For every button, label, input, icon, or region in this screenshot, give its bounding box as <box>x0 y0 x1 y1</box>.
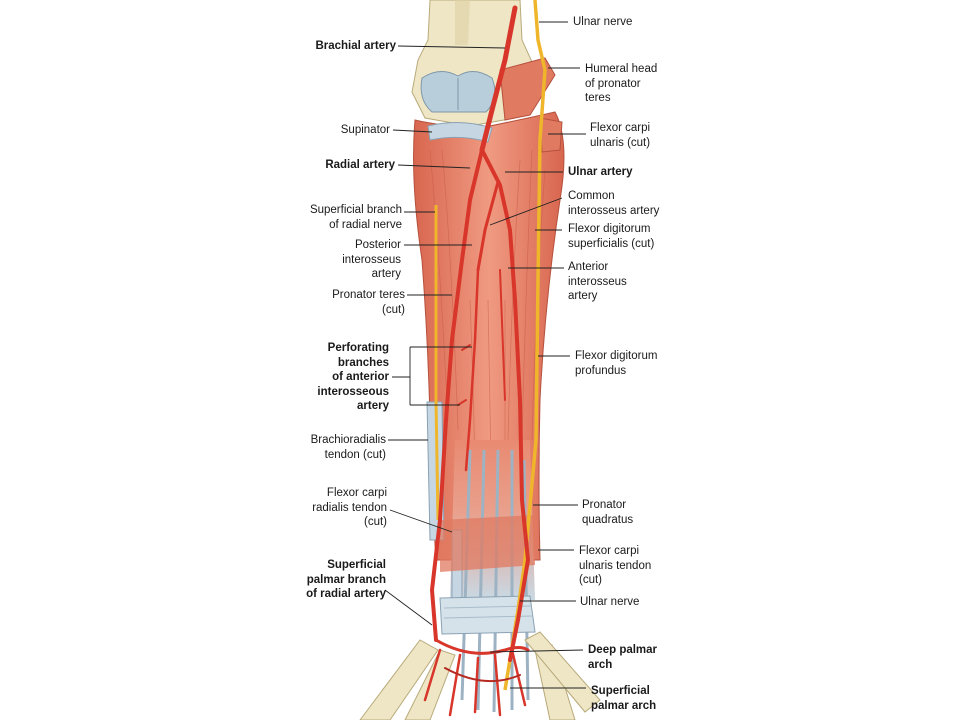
label-pronator-quadratus: Pronator quadratus <box>582 499 634 526</box>
label-superficial-palmar-arch: Superficial palmar arch <box>591 685 657 712</box>
superficial-palmar-arch <box>434 638 530 655</box>
label-ulnar-artery: Ulnar artery <box>568 166 633 178</box>
leader-lines <box>384 21 586 689</box>
label-brachioradialis-tendon: Brachioradialis tendon (cut) <box>310 434 386 461</box>
label-radial-artery: Radial artery <box>325 159 395 171</box>
label-pronator-teres-cut: Pronator teres (cut) <box>332 289 405 316</box>
brachial-artery <box>479 5 518 153</box>
label-posterior-interosseus: Posterior interosseus artery <box>342 239 401 280</box>
humerus-shadow <box>455 0 470 45</box>
label-common-interosseus: Common interosseus artery <box>568 190 660 217</box>
label-fcu-tendon: Flexor carpi ulnaris tendon (cut) <box>579 545 652 586</box>
label-ulnar-nerve-top: Ulnar nerve <box>573 16 633 28</box>
flexor-retinaculum <box>439 595 536 635</box>
pronator-teres-humeral-head <box>499 57 556 121</box>
flexor-tendons <box>460 449 530 713</box>
label-fcu-cut: Flexor carpi ulnaris (cut) <box>590 122 651 149</box>
ulnar-nerve <box>503 0 547 691</box>
anterior-interosseus <box>464 268 480 472</box>
superficial-radial-nerve <box>434 205 440 521</box>
radial-artery <box>429 148 484 642</box>
label-fdp: Flexor digitorum profundus <box>575 350 658 377</box>
deep-palmar-arch <box>444 667 521 683</box>
label-superficial-branch-radial-nerve: Superficial branch of radial nerve <box>309 204 402 231</box>
label-perforating-branches: Perforating branches of anterior interos… <box>317 342 389 412</box>
label-brachial-artery: Brachial artery <box>315 40 396 52</box>
common-interosseus <box>476 180 500 272</box>
label-anterior-interosseus: Anterior interosseus artery <box>568 261 627 302</box>
label-fds-cut: Flexor digitorum superficialis (cut) <box>568 223 655 250</box>
label-deep-palmar-arch: Deep palmar arch <box>588 644 658 671</box>
label-superficial-palmar-branch: Superficial palmar branch of radial arte… <box>306 559 386 600</box>
label-supinator: Supinator <box>340 124 390 136</box>
label-ulnar-nerve-bottom: Ulnar nerve <box>580 596 640 608</box>
label-fcr-tendon: Flexor carpi radialis tendon (cut) <box>312 487 387 528</box>
fcu-cut-muscle <box>539 117 563 153</box>
label-humeral-head: Humeral head of pronator teres <box>585 63 658 104</box>
supinator-muscle <box>427 121 493 143</box>
pronator-quadratus <box>440 515 535 572</box>
ulnar-artery <box>480 148 531 662</box>
arterial-tree <box>423 5 531 717</box>
